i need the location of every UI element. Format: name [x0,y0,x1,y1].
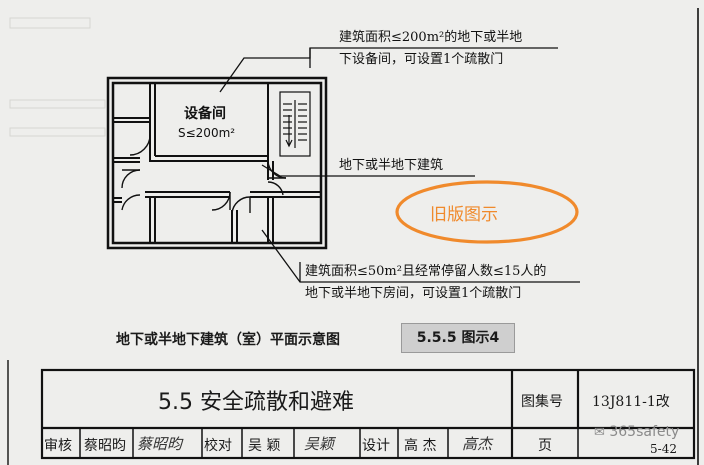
annotation-bottom-line2: 地下或半地下房间，可设置1个疏散门 [305,286,522,301]
designer-signature: 高杰 [462,435,493,453]
reviewer-signature: 蔡昭昀 [137,435,183,453]
door-swings [121,134,287,214]
title-block-cells [79,428,579,458]
left-rooms [113,117,150,203]
figure-caption: 地下或半地下建筑（室）平面示意图 [116,332,340,348]
annotation-top-line1: 建筑面积≤200m²的地下或半地 [339,30,523,45]
watermark-text: 365safety [609,424,680,440]
reviewer-name: 蔡昭昀 [84,438,126,454]
page-number: 5-42 [650,442,677,456]
designer-name: 高 杰 [404,438,437,454]
watermark: ✉ 365safety [594,424,679,440]
room-label: 设备间 [184,106,226,122]
bottom-rooms [145,161,321,243]
leader-lines [219,47,580,283]
figure-tag: 5.5.5 图示4 [401,323,515,353]
design-label: 设计 [362,438,390,454]
atlas-number: 13J811-1改 [592,394,670,410]
annotation-top-line2: 下设备间，可设置1个疏散门 [339,52,504,67]
checker-signature: 吴颖 [304,435,335,453]
old-version-circle [395,180,579,244]
atlas-label: 图集号 [521,394,563,410]
background-ghost-lines [9,17,106,137]
old-version-stamp: 旧版图示 [430,205,498,225]
review-label: 审核 [44,438,72,454]
staircase [279,91,311,157]
title-block-frame [40,368,696,460]
checker-name: 吴 颖 [248,438,281,454]
annotation-mid: 地下或半地下建筑 [339,158,444,173]
check-label: 校对 [204,438,232,454]
room-area-label: S≤200m² [178,126,236,140]
wechat-icon: ✉ [594,425,605,440]
annotation-bottom-line1: 建筑面积≤50m²且经常停留人数≤15人的 [305,264,547,279]
page-label: 页 [538,438,552,454]
section-title: 5.5 安全疏散和避难 [158,390,354,415]
